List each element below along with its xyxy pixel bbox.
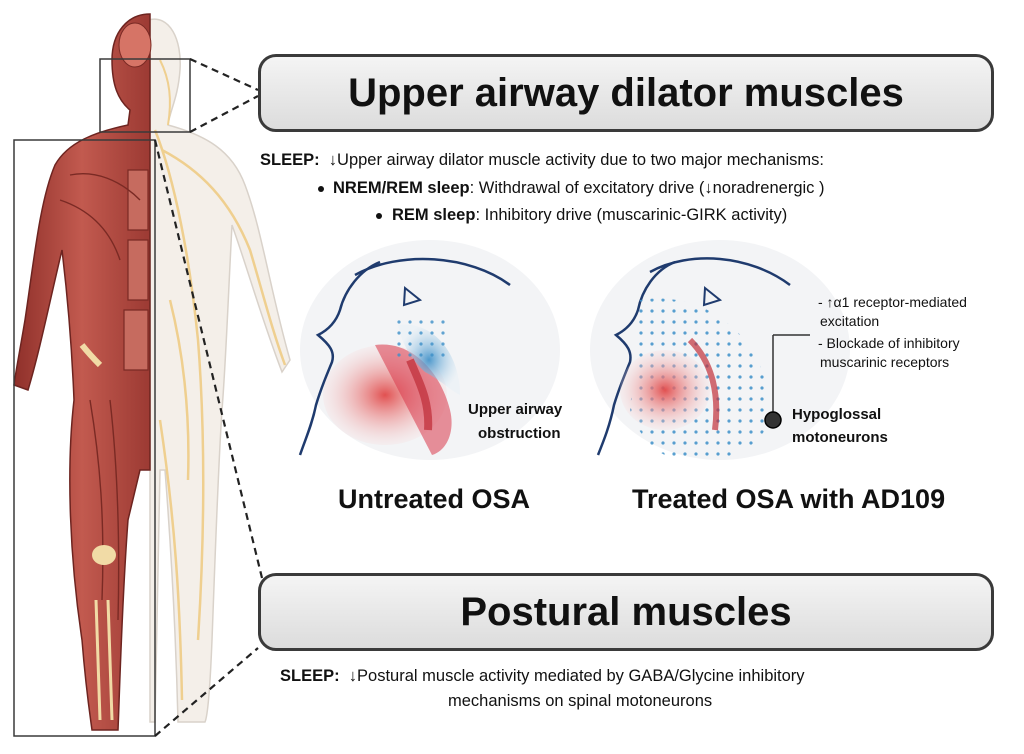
- bullet-dot: [318, 186, 324, 192]
- head-neck-highlight: [99, 58, 191, 133]
- obstruction-label-2: obstruction: [478, 425, 561, 442]
- upper-sleep-text: Upper airway dilator muscle activity due…: [337, 151, 824, 169]
- postural-sleep-line: SLEEP: ↓Postural muscle activity mediate…: [280, 667, 805, 685]
- down-arrow-symbol: ↓: [328, 151, 338, 169]
- treated-osa-illustration: [590, 240, 850, 462]
- upper-airway-title: Upper airway dilator muscles: [258, 54, 994, 132]
- hypoglossal-label-2: motoneurons: [792, 429, 888, 446]
- bullet-text: : Inhibitory drive (muscarinic-GIRK acti…: [475, 206, 788, 224]
- untreated-caption: Untreated OSA: [338, 484, 531, 514]
- bullet-dot: [376, 213, 382, 219]
- bullet-text: : Withdrawal of excitatory drive (: [469, 179, 705, 197]
- note-line-1: - ↑α1 receptor-mediated: [818, 294, 967, 310]
- upper-sleep-line: SLEEP: ↓Upper airway dilator muscle acti…: [260, 151, 824, 169]
- postural-title: Postural muscles: [258, 573, 994, 651]
- untreated-osa-illustration: [298, 240, 560, 460]
- bullet-rem: REM sleep: Inhibitory drive (muscarinic-…: [392, 205, 787, 225]
- motoneuron-marker: [764, 411, 782, 429]
- bullet-extra: noradrenergic ): [712, 179, 825, 197]
- postural-line-1: Postural muscle activity mediated by GAB…: [357, 667, 805, 685]
- treated-caption: Treated OSA with AD109: [632, 484, 946, 514]
- bullet-nrem-rem: NREM/REM sleep: Withdrawal of excitatory…: [333, 178, 825, 198]
- hypoglossal-label-1: Hypoglossal: [792, 406, 882, 423]
- connector-lines: [153, 57, 264, 737]
- down-arrow-symbol: ↓: [348, 667, 358, 685]
- body-nerve-half: [147, 18, 291, 723]
- body-highlight: [13, 139, 156, 737]
- note-line-4: muscarinic receptors: [820, 354, 950, 370]
- note-line-2: excitation: [820, 313, 880, 329]
- note-line-3: - Blockade of inhibitory: [818, 335, 960, 351]
- obstruction-label-1: Upper airway: [468, 401, 563, 418]
- bullet-label: REM sleep: [392, 206, 476, 224]
- bullet-label: NREM/REM sleep: [333, 179, 470, 197]
- sleep-label: SLEEP: [280, 667, 335, 685]
- sleep-label: SLEEP: [260, 151, 315, 169]
- down-arrow-symbol: ↓: [704, 179, 713, 197]
- postural-line-2: mechanisms on spinal motoneurons: [448, 692, 713, 710]
- body-muscle-half: [13, 13, 152, 731]
